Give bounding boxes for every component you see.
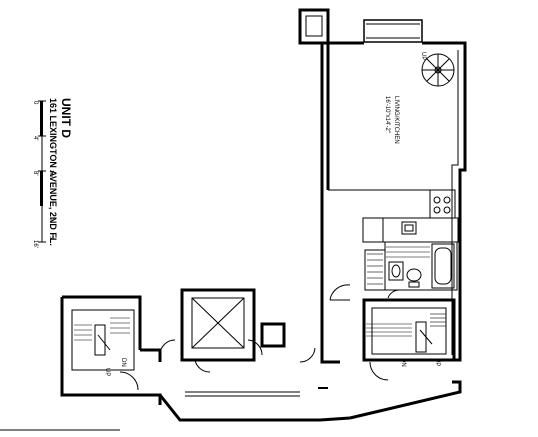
- apartment-walls: [320, 41, 467, 420]
- kitchen: [362, 189, 459, 243]
- scale-metric-2: 2: [48, 218, 54, 221]
- scale-bar: 0 4' 8' 16' 1m 2 3: [32, 100, 54, 248]
- left-stair-up: UP: [104, 368, 110, 376]
- scale-metric-1: 1m: [48, 170, 54, 177]
- scale-label-0: 0: [32, 101, 38, 105]
- right-stair-dn: DN: [400, 358, 406, 367]
- room-size: 16'-10"x14'-2": [384, 96, 390, 133]
- corridor: [140, 335, 351, 422]
- spiral-up-label: UP: [420, 52, 426, 60]
- entry-door-swing: [329, 284, 401, 301]
- title-block: UNIT D 161 LEXINGTON AVENUE, 2ND FL.: [48, 98, 73, 246]
- living-kitchen-label: LIVING/KITCHEN 16'-10"x14'-2": [384, 96, 399, 144]
- scale-label-16: 16': [32, 240, 38, 248]
- left-stair-dn: DN: [120, 358, 126, 367]
- bathroom: [364, 241, 458, 291]
- right-stairwell: DN UP: [362, 298, 456, 381]
- scale-metric-3: 3: [48, 236, 54, 239]
- elevator-core: [159, 288, 316, 373]
- shaft: [298, 8, 330, 45]
- spiral-stair: UP: [420, 52, 455, 87]
- scale-label-4: 4': [32, 136, 38, 140]
- scale-label-8: 8': [32, 171, 38, 175]
- right-stair-up: UP: [434, 358, 440, 366]
- window-top: [363, 19, 423, 43]
- left-stairwell: DN UP: [60, 295, 162, 405]
- address-title: 161 LEXINGTON AVENUE, 2ND FL.: [48, 98, 58, 246]
- unit-title: UNIT D: [59, 98, 73, 138]
- bath-wall-hatch: [386, 246, 430, 258]
- room-name: LIVING/KITCHEN: [393, 96, 399, 144]
